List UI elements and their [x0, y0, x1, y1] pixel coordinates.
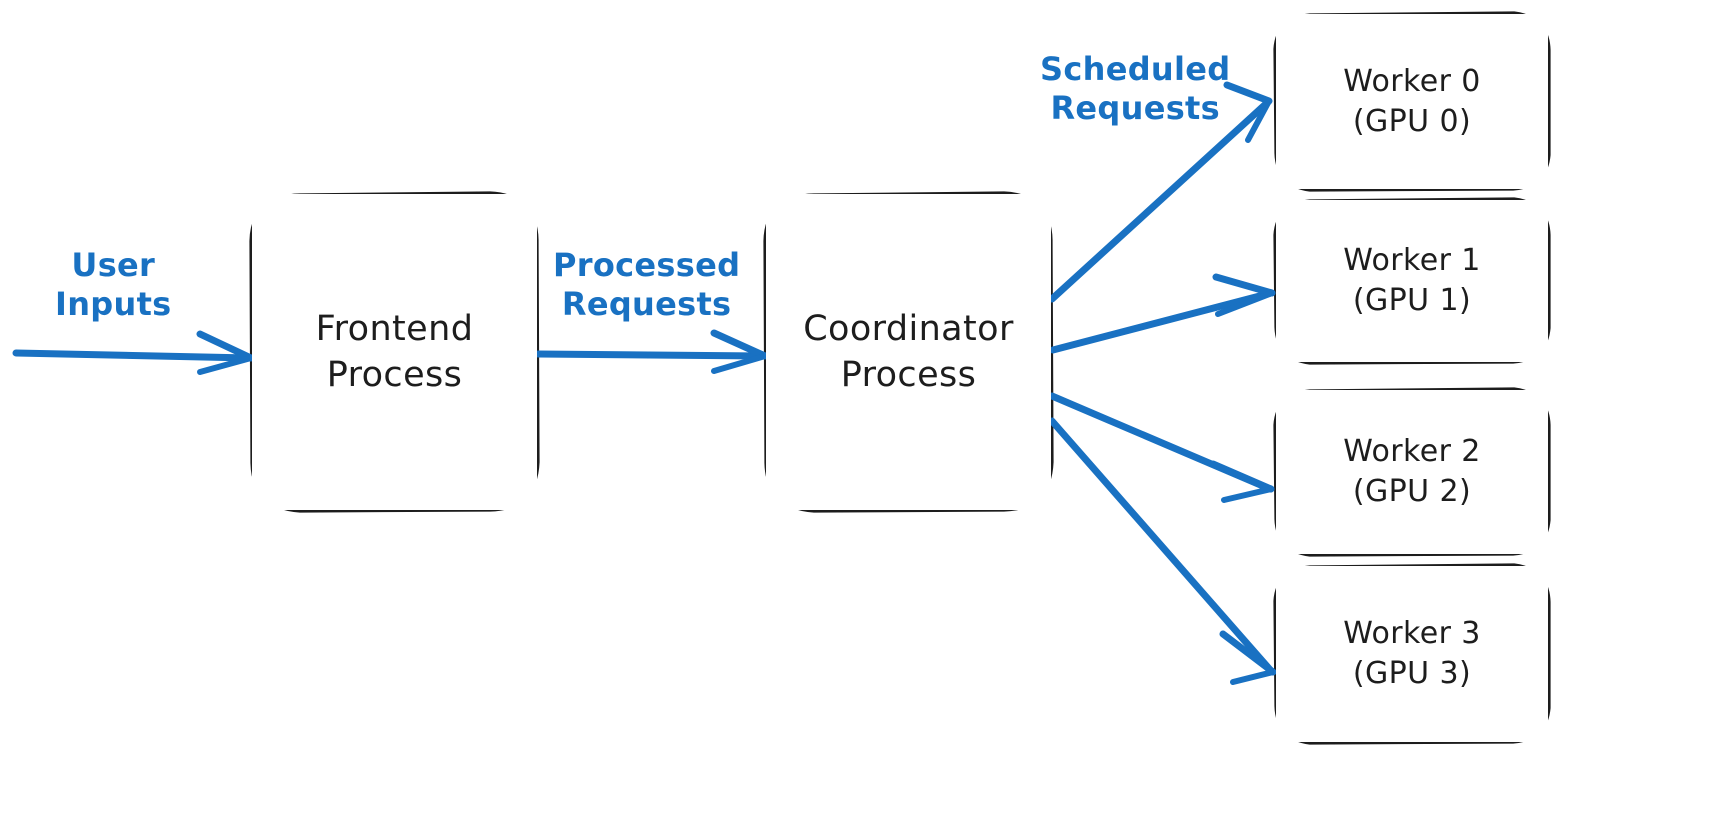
edge-coordinator-to-worker3 — [1048, 417, 1277, 685]
edge-label-user-inputs-line2: Inputs — [55, 285, 172, 324]
edge-coordinator-to-worker1 — [1049, 273, 1276, 354]
node-worker-0[interactable]: Worker 0 (GPU 0) — [1276, 14, 1548, 189]
edge-label-scheduled-requests-line2: Requests — [1050, 89, 1220, 128]
node-worker-1-line2: (GPU 1) — [1352, 283, 1472, 318]
edge-frontend-to-coordinator — [534, 329, 769, 374]
node-worker-0-line1: Worker 0 — [1343, 63, 1481, 99]
edge-label-processed-requests-line1: Processed — [553, 246, 741, 284]
edge-label-user-inputs: User Inputs — [55, 246, 172, 324]
node-worker-3-line2: (GPU 3) — [1352, 656, 1472, 691]
node-worker-1[interactable]: Worker 1 (GPU 1) — [1276, 200, 1548, 362]
node-worker-2-line1: Worker 2 — [1343, 434, 1481, 470]
edge-label-processed-requests: Processed Requests — [553, 246, 740, 324]
node-worker-3-line1: Worker 3 — [1343, 616, 1481, 652]
node-frontend-line2: Process — [326, 355, 463, 395]
node-coordinator-process[interactable]: Coordinator Process — [766, 194, 1051, 510]
edge-coordinator-to-worker2 — [1048, 392, 1275, 503]
edge-user-to-frontend — [12, 330, 255, 375]
node-worker-3[interactable]: Worker 3 (GPU 3) — [1276, 566, 1548, 742]
node-worker-2[interactable]: Worker 2 (GPU 2) — [1276, 390, 1548, 554]
node-frontend-line1: Frontend — [315, 308, 474, 349]
edge-label-scheduled-requests-line1: Scheduled — [1040, 50, 1231, 88]
node-worker-1-line1: Worker 1 — [1343, 243, 1481, 279]
node-coordinator-line2: Process — [840, 355, 977, 395]
node-frontend-process[interactable]: Frontend Process — [252, 194, 537, 510]
node-worker-2-line2: (GPU 2) — [1352, 474, 1472, 509]
edge-coordinator-to-worker0 — [1048, 81, 1273, 303]
edge-label-processed-requests-line2: Requests — [561, 285, 732, 324]
edge-label-user-inputs-line1: User — [71, 246, 156, 284]
node-coordinator-line1: Coordinator — [803, 308, 1014, 349]
node-worker-0-line2: (GPU 0) — [1352, 103, 1472, 139]
edge-label-scheduled-requests: Scheduled Requests — [1040, 50, 1230, 128]
